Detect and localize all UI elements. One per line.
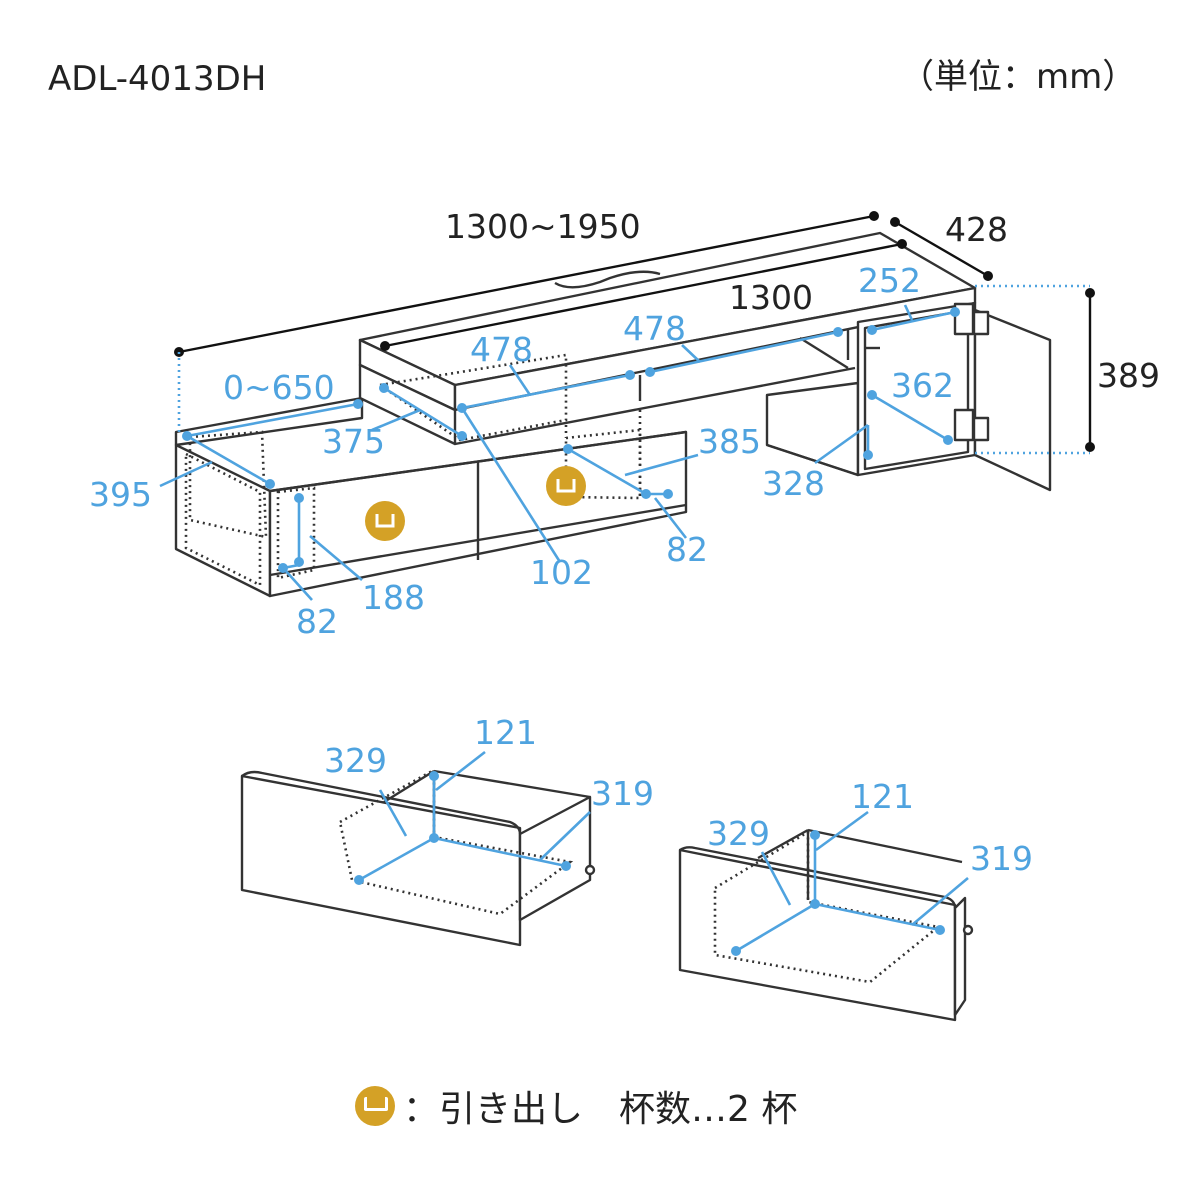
model-number: ADL-4013DH [48,59,267,99]
upper-unit [358,231,977,446]
right-drawer-bottom-label: 82 [666,530,708,569]
drawer-left-width-label: 329 [324,741,387,780]
drawer-left-illustration [240,750,596,947]
drawer-right-width-label: 329 [707,814,770,853]
drawer-right-height-label: 121 [851,777,914,816]
drawer-left-height-label: 121 [474,713,537,752]
height-label: 389 [1097,356,1160,395]
cabinet-width-label: 252 [858,261,921,300]
drawer-handle-icon [355,1086,395,1126]
drawer-handle-icons [365,466,586,541]
drawer-right-depth-label: 319 [970,839,1033,878]
legend: ：引き出し 杯数…2 杯 [355,1080,797,1132]
left-inner-width-label: 395 [89,475,152,514]
upper-shelf-height-label: 102 [530,553,593,592]
upper-shelf-depth-label: 375 [322,422,385,461]
top-width-label: 1300 [729,278,813,317]
drawer-right-illustration [678,810,974,1022]
main-dimension-lines [174,211,1095,452]
legend-text: ：引き出し 杯数…2 杯 [403,1089,798,1130]
cabinet-height-label: 362 [891,366,954,405]
inner-dimension-lines [159,304,960,601]
unit-label: （単位：mm） [900,57,1137,97]
cabinet-depth-label: 328 [762,464,825,503]
drawer-left-depth-label: 319 [591,774,654,813]
right-drawer-inner-label: 385 [698,422,761,461]
depth-label: 428 [945,210,1008,249]
left-bottom-depth-label: 82 [296,602,338,641]
upper-shelf-left-label: 478 [470,330,533,369]
upper-shelf-right-label: 478 [623,309,686,348]
slide-range-label: 0~650 [223,368,335,407]
lower-unit [174,396,688,598]
overall-width-label: 1300~1950 [445,207,641,246]
left-inner-height-label: 188 [362,578,425,617]
